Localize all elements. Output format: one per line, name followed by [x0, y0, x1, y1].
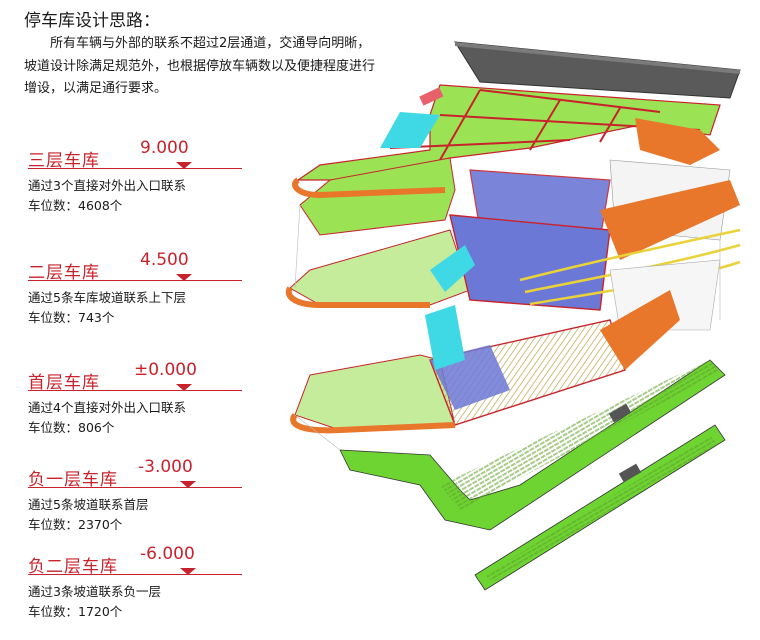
level-elevation: -3.000 [138, 457, 193, 477]
elevation-marker-icon [176, 274, 192, 281]
elevation-marker-icon [180, 568, 196, 575]
intro-text: 所有车辆与外部的联系不超过2层通道，交通导向明晰， 坡道设计除满足规范外，也根据… [24, 33, 416, 101]
b1-dark-block [608, 403, 632, 423]
elevation-marker-icon [176, 162, 192, 169]
level-2-orange-band [600, 180, 740, 260]
intro-line-3: 增设，以满足通行要求。 [24, 81, 168, 96]
level-description: 通过4个直接对外出入口联系 [28, 400, 186, 415]
ground-green-slab [294, 354, 456, 431]
level-2-cyan-ramp [430, 245, 475, 292]
level-3-orange-border [292, 177, 446, 199]
level-basement-2: 负二层车库 -6.000 通过3条坡道联系负一层 车位数：1720个 [0, 544, 300, 640]
red-sign-icon [419, 87, 444, 106]
b2-cars-overlay [485, 435, 718, 582]
level-description: 通过5条车库坡道联系上下层 [28, 290, 186, 305]
level-parking-count: 车位数：1720个 [28, 604, 123, 619]
level-second-floor: 二层车库 4.500 通过5条车库坡道联系上下层 车位数：743个 [0, 250, 300, 346]
level-3-cyan-ramp [380, 112, 440, 148]
level-parking-count: 车位数：2370个 [28, 517, 123, 532]
elevation-marker-icon [176, 384, 192, 391]
ground-orange-wing [600, 290, 680, 370]
level-description: 通过3条坡道联系负一层 [28, 584, 161, 599]
level-elevation: -6.000 [140, 544, 195, 564]
level-underline [28, 280, 242, 281]
level-2-plan [285, 180, 741, 331]
level-underline [28, 487, 242, 488]
level-elevation: 9.000 [140, 138, 189, 158]
level-b1-plan [339, 359, 726, 531]
level-ground-plan [290, 290, 680, 434]
intro-line-1: 所有车辆与外部的联系不超过2层通道，交通导向明晰， [50, 36, 371, 51]
ground-cyan-ramp [425, 305, 465, 370]
level-parking-count: 车位数：743个 [28, 310, 115, 325]
garage-exploded-diagram [285, 41, 741, 591]
layer-guide-lines [294, 204, 721, 451]
b2-dark-block [618, 463, 642, 483]
elevation-marker-icon [180, 481, 196, 488]
level-description: 通过3个直接对外出入口联系 [28, 178, 186, 193]
level-b2-plan [474, 424, 726, 591]
level-name: 负一层车库 [28, 470, 118, 490]
level-ground-floor: 首层车库 ±0.000 通过4个直接对外出入口联系 车位数：806个 [0, 360, 300, 456]
level-name: 首层车库 [28, 373, 100, 393]
level-elevation: 4.500 [140, 250, 189, 270]
level-basement-1: 负一层车库 -3.000 通过5条坡道联系首层 车位数：2370个 [0, 457, 300, 553]
page-title: 停车库设计思路： [24, 11, 160, 31]
level-3-road-grid [389, 89, 701, 161]
intro-line-2: 坡道设计除满足规范外，也根据停放车辆数以及便捷程度进行 [24, 58, 376, 74]
level-3-orange-edge [635, 118, 720, 165]
level-parking-count: 车位数：4608个 [28, 198, 123, 213]
level-3-plan [292, 41, 741, 241]
level-third-floor: 三层车库 9.000 通过3个直接对外出入口联系 车位数：4608个 [0, 138, 300, 234]
level-parking-count: 车位数：806个 [28, 420, 115, 435]
level-underline [28, 168, 242, 169]
level-elevation: ±0.000 [134, 360, 197, 380]
ground-orange-border [290, 413, 456, 434]
level-underline [28, 390, 242, 391]
level-2-orange-border [285, 286, 430, 308]
roof-edge [455, 42, 740, 74]
level-name: 三层车库 [28, 151, 100, 171]
level-name: 二层车库 [28, 263, 100, 283]
b1-cars-overlay [440, 360, 720, 510]
level-description: 通过5条坡道联系首层 [28, 497, 149, 512]
level-underline [28, 574, 242, 575]
level-name: 负二层车库 [28, 557, 118, 577]
